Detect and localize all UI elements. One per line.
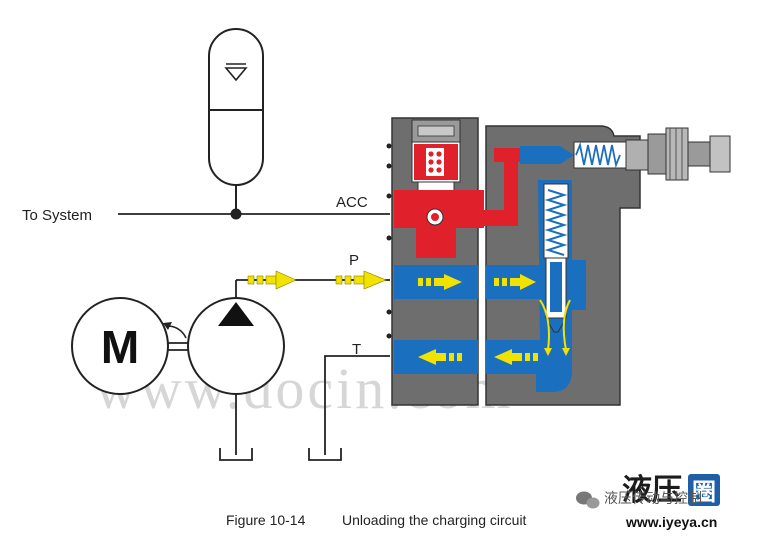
wechat-account-name: 液压传动与控制 bbox=[604, 491, 702, 507]
flow-arrow-inner-passage bbox=[494, 274, 536, 290]
t-port-label: T bbox=[352, 341, 361, 358]
acc-pressure-passage bbox=[394, 144, 528, 258]
system-line bbox=[118, 208, 390, 220]
figure-number: Figure 10-14 bbox=[226, 512, 306, 528]
tank-symbol-return bbox=[308, 448, 342, 461]
flow-arrow-return-passage bbox=[494, 349, 538, 365]
motor-symbol: M bbox=[71, 297, 192, 395]
logo-box bbox=[688, 474, 720, 506]
accumulator-symbol bbox=[208, 28, 264, 214]
motor-label: M bbox=[101, 321, 139, 373]
acc-port-label: ACC bbox=[336, 194, 368, 211]
flow-arrow-p-port bbox=[335, 270, 387, 290]
flow-arrow-unloading-port bbox=[539, 299, 571, 356]
pump-symbol bbox=[187, 280, 285, 455]
to-system-label: To System bbox=[22, 207, 92, 224]
logo-text: 液压 bbox=[622, 473, 682, 508]
flow-arrow-t-passage bbox=[418, 349, 462, 365]
tank-line bbox=[324, 355, 390, 455]
unloading-valve-spool bbox=[543, 183, 569, 333]
wechat-icon bbox=[576, 491, 600, 509]
site-logo: 液压 圈 www.iyeya.cn bbox=[622, 473, 720, 530]
logo-url: www.iyeya.cn bbox=[625, 514, 717, 530]
flow-arrow-p-passage bbox=[418, 274, 462, 290]
wechat-badge: 液压传动与控制 bbox=[576, 491, 702, 509]
logo-box-text: 圈 bbox=[692, 478, 716, 506]
p-port-label: P bbox=[349, 252, 359, 269]
tank-symbol-pump bbox=[219, 448, 253, 461]
figure-caption: Unloading the charging circuit bbox=[342, 512, 527, 528]
pilot-relief-adjuster bbox=[520, 127, 731, 181]
flow-arrow-pump-outlet bbox=[247, 270, 297, 290]
